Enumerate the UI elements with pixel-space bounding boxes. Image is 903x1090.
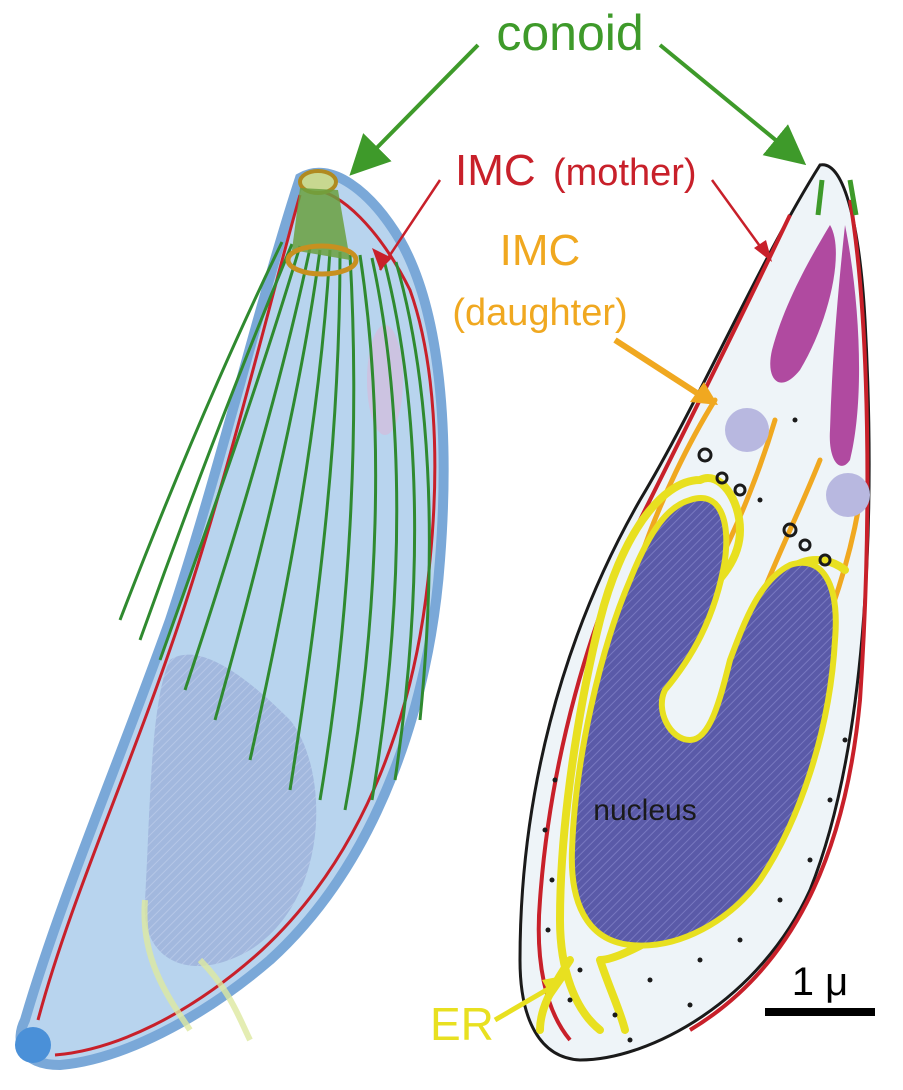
label-er: ER bbox=[430, 998, 494, 1050]
right-disc-1 bbox=[725, 408, 769, 452]
imc-daughter-arrow bbox=[615, 340, 700, 395]
conoid-arrow-right bbox=[660, 45, 800, 160]
scale-bar: 1 μ bbox=[765, 960, 875, 1016]
right-disc-2 bbox=[826, 473, 870, 517]
label-imc-mother: IMC bbox=[455, 146, 536, 195]
label-imc-daughter: IMC bbox=[500, 226, 581, 275]
label-mother: (mother) bbox=[553, 152, 697, 194]
label-daughter: (daughter) bbox=[452, 292, 627, 334]
scale-line bbox=[765, 1008, 875, 1016]
label-conoid: conoid bbox=[496, 5, 643, 61]
scale-label: 1 μ bbox=[792, 960, 848, 1004]
label-nucleus: nucleus bbox=[593, 794, 696, 827]
left-cell bbox=[15, 171, 444, 1065]
left-basal-body bbox=[15, 1027, 51, 1063]
